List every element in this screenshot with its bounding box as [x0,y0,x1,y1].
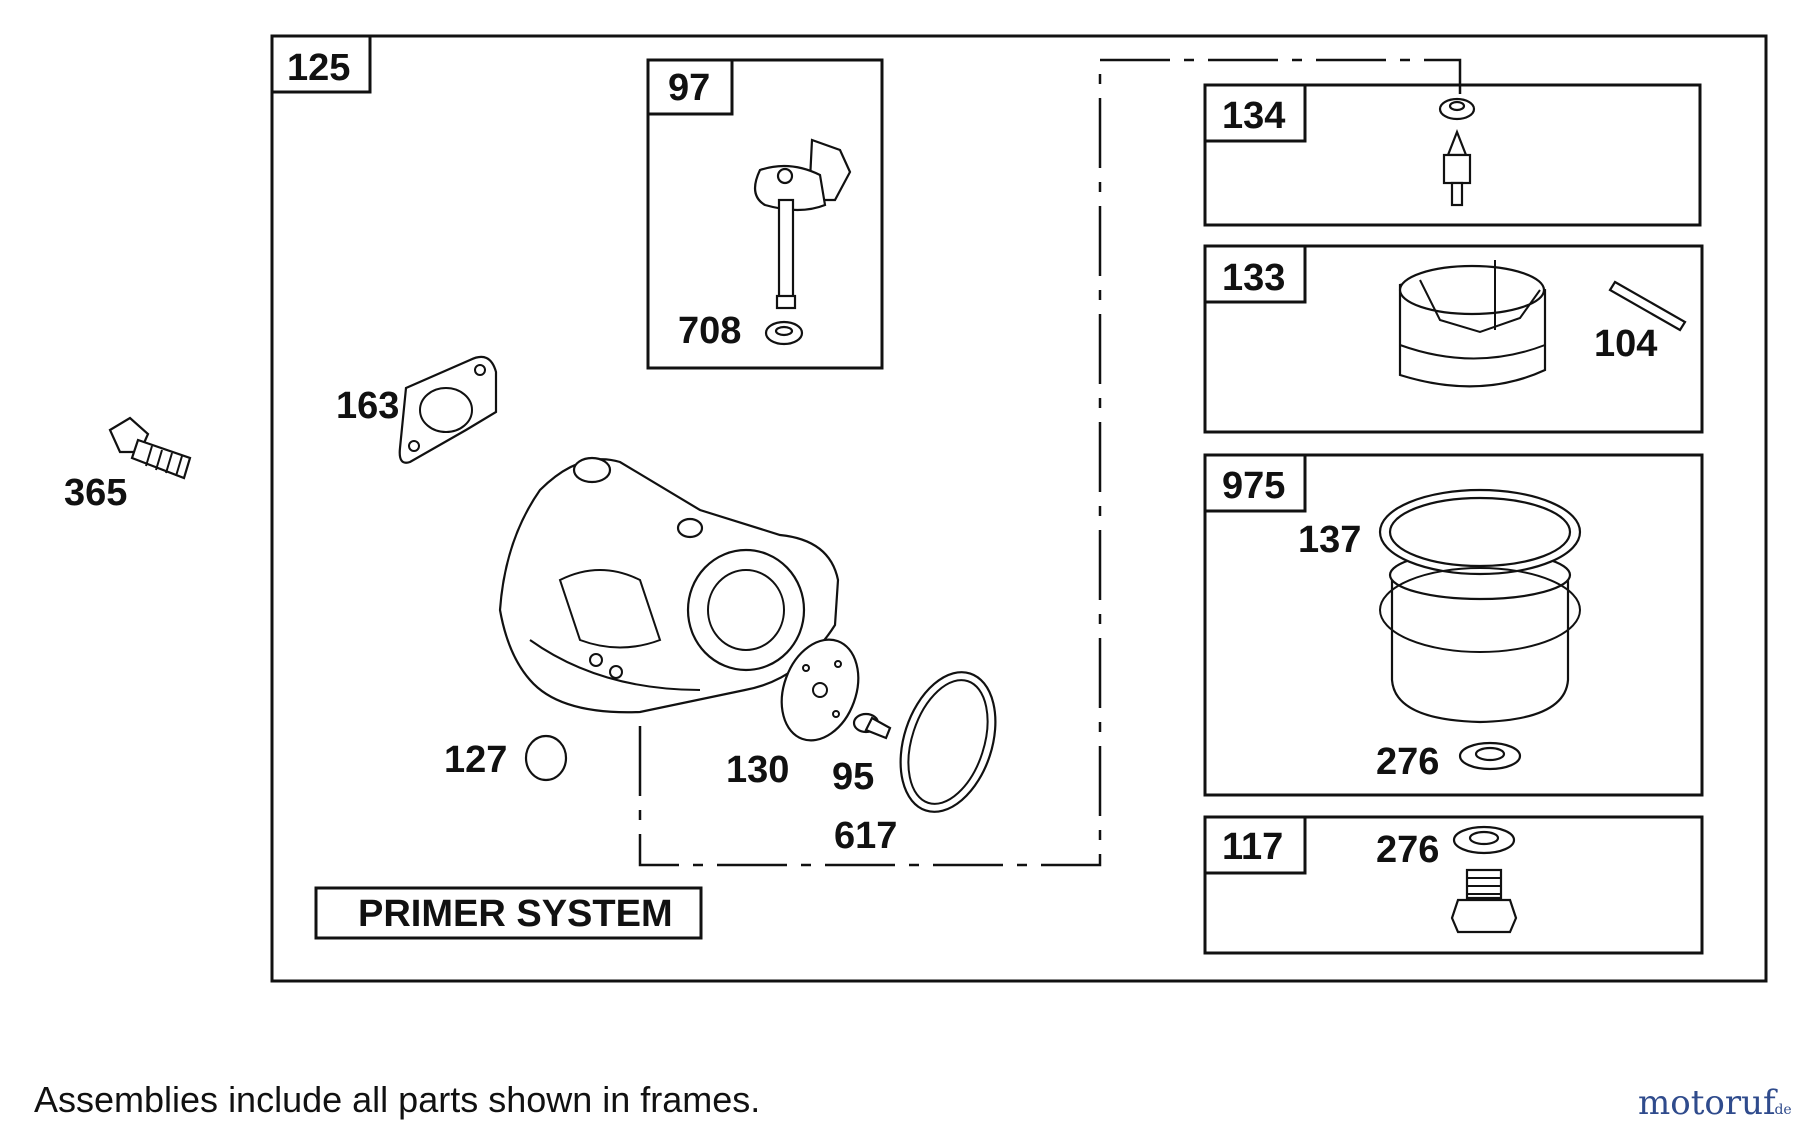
watermark-suffix: .de [1770,1102,1792,1118]
assembly-frame-117 [1203,815,1704,955]
float-pin-part [1608,280,1687,332]
screw-95-part [852,712,892,740]
assembly-frame-125 [270,34,1768,983]
part-label-95: 95 [832,756,874,798]
part-label-130: 130 [726,749,789,791]
carburetor-body-part [498,456,840,714]
assembly-tag-box-117 [1203,815,1307,875]
assembly-frame-133 [1203,244,1704,434]
washer-276-nut-part [1452,825,1516,855]
assembly-tag-box-125 [270,34,372,94]
footnote-caption: Assemblies include all parts shown in fr… [34,1079,760,1120]
needle-valve-part [1438,97,1476,207]
part-label-104: 104 [1594,323,1657,365]
assembly-tag-box-975 [1203,453,1307,513]
assembly-number-134: 134 [1222,95,1285,137]
assembly-frame-975 [1203,453,1704,797]
choke-shaft-part [753,138,852,310]
bolt-365-part [108,416,192,480]
part-label-163: 163 [336,385,399,427]
part-label-276-bowl: 276 [1376,741,1439,783]
assembly-frame-134 [1203,83,1702,227]
plug-127-part [524,734,568,782]
part-label-127: 127 [444,739,507,781]
float-bowl-part [1378,488,1582,724]
part-label-276-nut: 276 [1376,829,1439,871]
washer-708-part [764,320,804,346]
assembly-tag-box-97 [646,58,734,116]
assembly-number-125: 125 [287,47,350,89]
assembly-number-975: 975 [1222,465,1285,507]
assembly-number-97: 97 [668,67,710,109]
washer-276-bowl-part [1458,741,1522,771]
part-label-365: 365 [64,472,127,514]
watermark-logo: motoruf .de [1638,1083,1792,1123]
bowl-nut-part [1450,868,1518,934]
connector-line [638,58,1462,867]
watermark-brand: motoruf [1638,1083,1778,1123]
part-label-708: 708 [678,310,741,352]
diaphragm-130-part [780,638,860,742]
assembly-number-117: 117 [1222,826,1283,868]
part-label-617: 617 [834,815,897,857]
o-ring-617-part [899,671,997,813]
assembly-frame-97 [646,58,884,370]
assembly-number-133: 133 [1222,257,1285,299]
primer-system-box [314,886,703,940]
assembly-tag-box-134 [1203,83,1307,143]
float-part [1398,260,1547,388]
assembly-title-primer-system: PRIMER SYSTEM [358,893,673,935]
gasket-163-part [398,355,498,464]
part-label-137: 137 [1298,519,1361,561]
assembly-tag-box-133 [1203,244,1307,304]
